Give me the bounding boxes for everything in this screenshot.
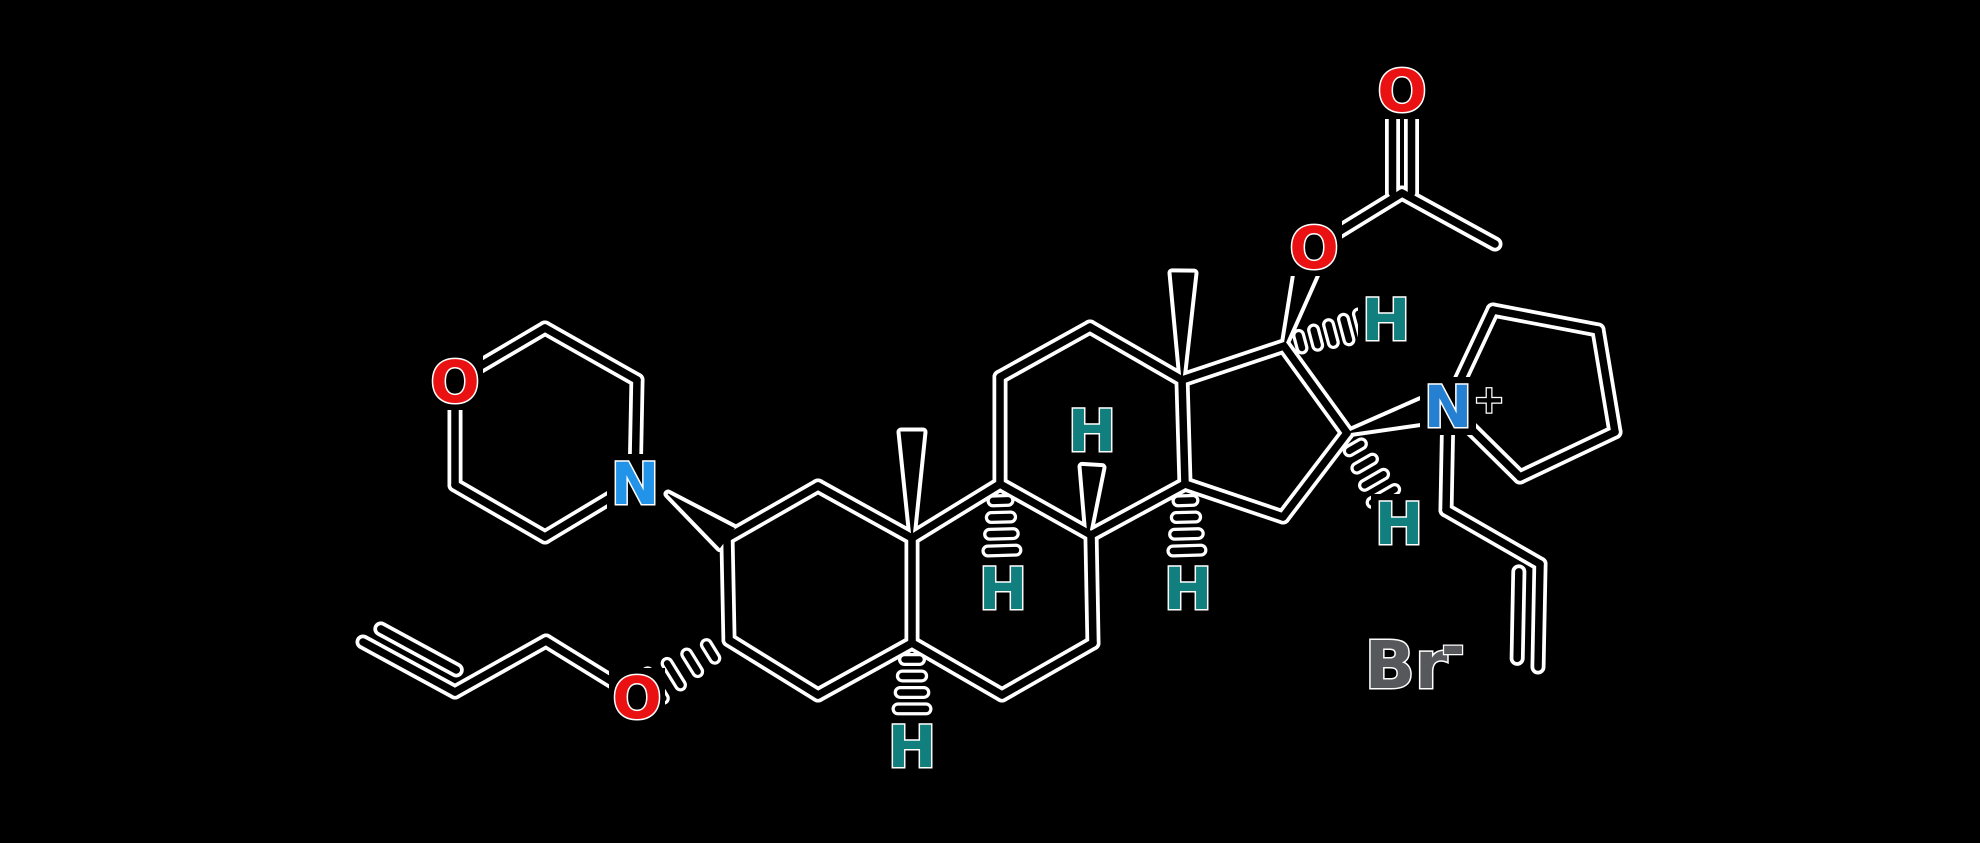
N-allyl-CH-CH2-double	[1513, 568, 1523, 663]
atom-label-Br-counterion: Br	[1365, 627, 1448, 704]
label-plate-Br-counterion	[1339, 631, 1473, 697]
atom-label-O-allyl-ether: O	[612, 664, 661, 732]
atom-label-O-morpholine: O	[430, 348, 479, 416]
hash-C17-H-tick	[1340, 316, 1353, 344]
ringB-C8-C9	[996, 480, 1095, 539]
wedge-C13-methyl	[1171, 272, 1195, 381]
atom-label-H-C5: H	[888, 713, 937, 781]
allyloxy-CH2-CH	[451, 637, 550, 696]
label-plate-O-morpholine	[427, 352, 483, 410]
wedge-C2-N-morpholine	[667, 493, 735, 549]
hash-C17-H-tick	[1295, 332, 1306, 352]
hash-C17-H-tick	[1310, 326, 1321, 349]
ringD-C16-C15	[1279, 429, 1351, 521]
N-allyl-CH2-CH	[1442, 506, 1544, 568]
atom-label-O-carbonyl: O	[1377, 57, 1426, 125]
hash-C14-H-tick	[1173, 513, 1199, 521]
ringB-C7-C8	[1087, 531, 1097, 647]
atom-label-H-C14: H	[1164, 555, 1213, 623]
hash-C16-H-tick	[1346, 440, 1365, 455]
charge-label-Br-counterion: -	[1441, 612, 1465, 680]
label-plate-H-C5	[884, 717, 940, 775]
pyrrolidine-C2-C3	[1594, 326, 1619, 436]
label-plate-O-allyl-ether	[609, 668, 665, 726]
label-plate-O-ester	[1286, 218, 1342, 276]
ringC-C14-C8	[1087, 480, 1189, 539]
ringA-C1-C10	[814, 482, 916, 542]
label-plate-H-C8	[1064, 401, 1120, 459]
ringA-C4-C5	[814, 639, 916, 699]
hash-C3-O-allyl-tick	[663, 660, 684, 689]
atom-label-N-pyrrolidinium: N	[1424, 373, 1473, 441]
hash-C9-H-tick	[988, 513, 1014, 521]
label-plate-N-morpholine	[607, 454, 663, 512]
ringB-C6-C7	[998, 639, 1097, 699]
pyrrolidine-C1-C2	[1489, 306, 1602, 334]
atom-label-H-C17: H	[1362, 286, 1411, 354]
pyrrolidine-C3-C4	[1516, 428, 1619, 481]
label-plate-N-pyrrolidinium	[1420, 377, 1476, 435]
ringB-C5-C6	[908, 639, 1006, 699]
atom-label-H-C9: H	[979, 555, 1028, 623]
allyloxy-CH-CH2-double	[359, 638, 459, 696]
hash-C16-H-tick	[1353, 455, 1376, 472]
hash-C9-H-tick	[986, 530, 1017, 538]
ringA-C3-C4	[725, 636, 822, 699]
label-plate-layer	[427, 61, 1476, 775]
wedge-C8-H	[1081, 465, 1103, 538]
hash-C3-O-allyl-tick	[703, 641, 719, 662]
morpholine-C-C-bottom	[451, 481, 549, 541]
atom-label-H-C8: H	[1068, 397, 1117, 465]
atom-label-N-morpholine: N	[611, 450, 660, 518]
ringB-C9-C10	[908, 480, 1004, 542]
ringC-C11-C12	[996, 323, 1094, 381]
hash-C9-H-tick	[984, 546, 1020, 555]
N-allyl-CH-CH2-double	[1534, 560, 1544, 671]
hash-C3-O-allyl-tick	[683, 650, 701, 675]
hash-C17-H-tick	[1325, 321, 1337, 346]
hash-C14-H-tick	[1169, 546, 1205, 555]
label-plate-H-C17	[1358, 290, 1414, 348]
label-plate-H-C16	[1371, 494, 1427, 552]
atom-label-O-ester: O	[1289, 214, 1338, 282]
allyloxy-CH-CH2-double	[377, 625, 461, 674]
morpholine-C-C-top	[541, 324, 641, 384]
ringA-C2-C3	[723, 534, 733, 644]
wedge-C10-methyl	[900, 431, 924, 539]
ringD-C13-C17	[1178, 342, 1288, 384]
label-plate-H-C14	[1160, 559, 1216, 617]
charge-label-N-pyrrolidinium: +	[1473, 377, 1505, 421]
ringD-C15-C14	[1181, 480, 1287, 521]
acetyl-C-CH3	[1398, 189, 1499, 248]
hash-C14-H-tick	[1171, 530, 1202, 538]
label-plate-O-carbonyl	[1374, 61, 1430, 119]
hash-C16-H-tick	[1361, 471, 1387, 489]
atom-label-H-C16: H	[1375, 490, 1424, 558]
ringC-C13-C14	[1178, 376, 1189, 488]
ringD-C17-C16	[1280, 342, 1351, 437]
ringA-C2-C1	[723, 482, 822, 542]
label-plate-H-C9	[975, 559, 1031, 617]
ringC-C12-C13	[1086, 323, 1186, 384]
